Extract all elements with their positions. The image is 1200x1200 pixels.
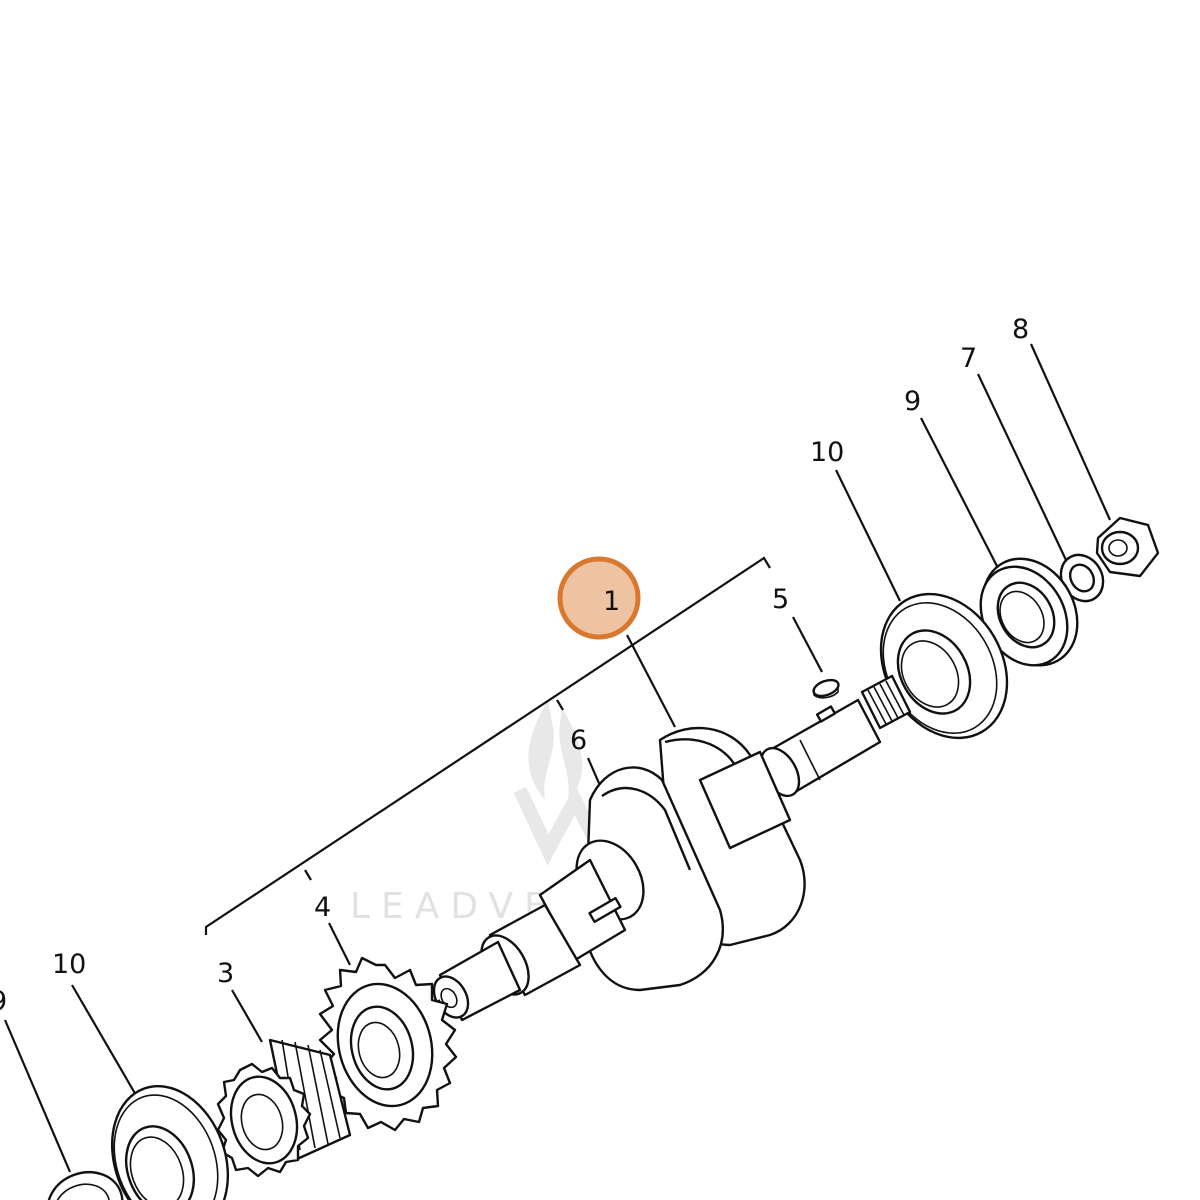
part-3-helical-gear — [216, 1038, 352, 1178]
callout-3[interactable]: 3 — [217, 958, 234, 989]
callout-7[interactable]: 7 — [960, 343, 977, 374]
callout-1[interactable]: 1 — [603, 586, 620, 617]
callout-8[interactable]: 8 — [1012, 314, 1029, 345]
callout-5[interactable]: 5 — [772, 584, 789, 615]
callout-6[interactable]: 6 — [570, 725, 587, 756]
part-9-oil-seal-left — [46, 1171, 124, 1200]
leader-lines — [3, 343, 1112, 1173]
part-10-ball-bearing-right — [879, 592, 1009, 740]
callout-labels: 1 3 4 5 6 7 8 9 9 10 10 — [0, 314, 1029, 1017]
part-8-hex-nut — [1095, 516, 1160, 578]
highlight-marker[interactable] — [557, 556, 641, 640]
part-4-drive-gear — [318, 956, 458, 1132]
part-1-crankshaft — [431, 674, 912, 1022]
part-9-oil-seal — [979, 557, 1079, 667]
callout-10-bottom[interactable]: 10 — [52, 949, 86, 980]
callout-4[interactable]: 4 — [314, 892, 331, 923]
callout-9-top[interactable]: 9 — [904, 386, 921, 417]
part-7-lock-washer — [1059, 553, 1105, 603]
callout-10-top[interactable]: 10 — [810, 437, 844, 468]
callout-9-cut[interactable]: 9 — [0, 986, 7, 1017]
part-10-ball-bearing-left — [110, 1084, 230, 1200]
assembly-bracket — [204, 556, 771, 935]
part-5-woodruff-key — [812, 678, 840, 699]
